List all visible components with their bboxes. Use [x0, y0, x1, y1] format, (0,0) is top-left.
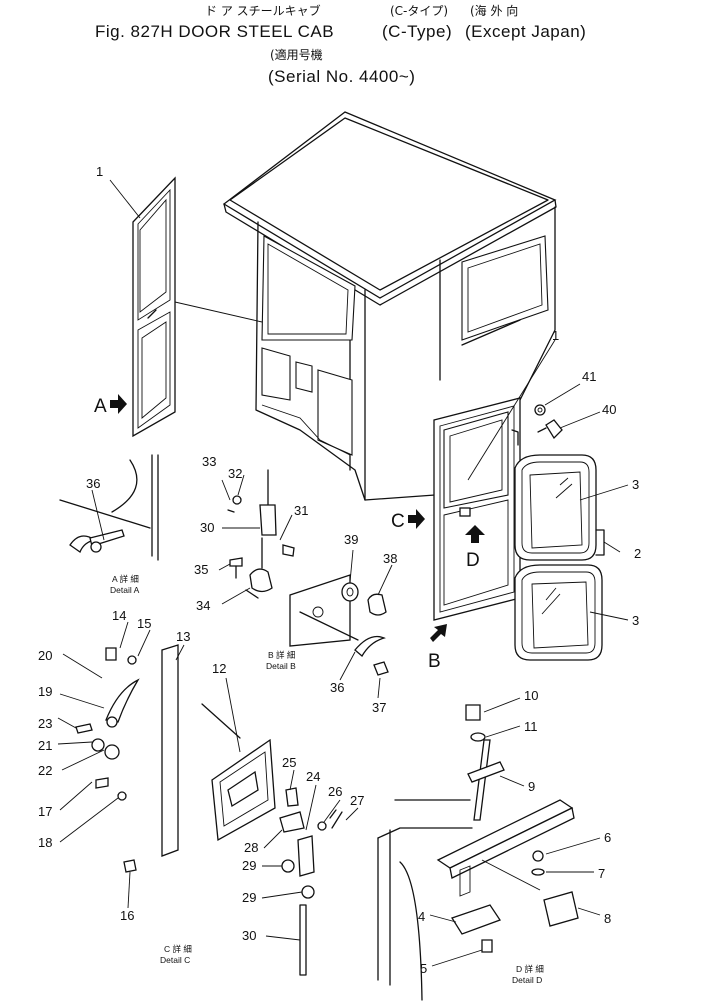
callout-22: 22	[38, 763, 52, 778]
callout-32: 32	[228, 466, 242, 481]
callout-36-detail-b: 36	[330, 680, 344, 695]
callout-3-upper: 3	[632, 477, 639, 492]
serial-jp: (適用号機	[270, 47, 323, 62]
callout-16: 16	[120, 908, 134, 923]
detail-a-jp: A 詳 細	[112, 574, 139, 584]
callout-33: 33	[202, 454, 216, 469]
detail-a	[59, 454, 159, 561]
figure-title: Fig. 827H DOOR STEEL CAB	[95, 22, 334, 41]
callout-37: 37	[372, 700, 386, 715]
callout-12: 12	[212, 661, 226, 676]
title-kana: ド ア スチールキャブ	[205, 3, 321, 18]
ctype-jp: (C-タイプ)	[390, 4, 448, 18]
arrow-c-icon	[408, 509, 425, 529]
callout-15: 15	[137, 616, 151, 631]
callout-6: 6	[604, 830, 611, 845]
callout-41: 41	[582, 369, 596, 384]
callout-9: 9	[528, 779, 535, 794]
callout-19: 19	[38, 684, 52, 699]
arrow-b-label: B	[428, 651, 441, 672]
left-door	[109, 176, 176, 438]
arrow-d-label: D	[466, 550, 480, 571]
callout-27: 27	[350, 793, 364, 808]
callout-24: 24	[306, 769, 320, 784]
callout-14: 14	[112, 608, 126, 623]
callout-29-upper: 29	[242, 858, 256, 873]
arrow-a-icon	[110, 394, 127, 414]
callout-21: 21	[38, 738, 52, 753]
arrow-c-label: C	[391, 511, 405, 532]
region-jp: (海 外 向	[470, 3, 518, 18]
region-en: (Except Japan)	[465, 22, 586, 41]
callout-13: 13	[176, 629, 190, 644]
callout-3-lower: 3	[632, 613, 639, 628]
ctype-en: (C-Type)	[382, 22, 452, 41]
callout-1-right: 1	[552, 328, 559, 343]
callout-39: 39	[344, 532, 358, 547]
callout-2: 2	[634, 546, 641, 561]
callout-8: 8	[604, 911, 611, 926]
detail-d	[377, 697, 601, 1001]
bolt-40-washer-41	[534, 383, 601, 440]
detail-b	[218, 469, 393, 699]
callout-10: 10	[524, 688, 538, 703]
callout-29-lower: 29	[242, 890, 256, 905]
diagram-header: ド ア スチールキャブ (C-タイプ) (海 外 向 Fig. 827H DOO…	[95, 3, 586, 86]
callout-30-upper: 30	[200, 520, 214, 535]
arrow-d-icon	[465, 525, 485, 543]
callout-31: 31	[294, 503, 308, 518]
callout-36-detail-a: 36	[86, 476, 100, 491]
detail-d-en: Detail D	[512, 975, 542, 985]
callout-18: 18	[38, 835, 52, 850]
view-arrows: A C D B	[94, 394, 485, 672]
callout-4: 4	[418, 909, 425, 924]
callout-7: 7	[598, 866, 605, 881]
callout-numbers: 1 1 41 40 3 2 3 33 32 31 36 30 39 38 35 …	[38, 164, 641, 976]
callout-26: 26	[328, 784, 342, 799]
cab-body	[174, 111, 557, 501]
callout-23: 23	[38, 716, 52, 731]
detail-c-jp: C 詳 細	[164, 944, 192, 954]
detail-c-en: Detail C	[160, 955, 190, 965]
arrow-a-label: A	[94, 396, 107, 417]
callout-28: 28	[244, 840, 258, 855]
callout-11: 11	[524, 719, 538, 734]
callout-30-lower: 30	[242, 928, 256, 943]
callout-38: 38	[383, 551, 397, 566]
detail-c	[57, 621, 359, 976]
callout-35: 35	[194, 562, 208, 577]
callout-25: 25	[282, 755, 296, 770]
arrow-b-icon	[430, 624, 447, 642]
detail-a-en: Detail A	[110, 585, 140, 595]
detail-d-jp: D 詳 細	[516, 964, 544, 974]
callout-34: 34	[196, 598, 210, 613]
callout-17: 17	[38, 804, 52, 819]
detail-b-en: Detail B	[266, 661, 296, 671]
detail-b-jp: B 詳 細	[268, 650, 295, 660]
serial-en: (Serial No. 4400~)	[268, 67, 415, 86]
window-glass-assemblies	[514, 454, 629, 661]
callout-5: 5	[420, 961, 427, 976]
callout-20: 20	[38, 648, 52, 663]
callout-40: 40	[602, 402, 616, 417]
detail-captions: A 詳 細 Detail A B 詳 細 Detail B C 詳 細 Deta…	[110, 574, 544, 985]
callout-1-left: 1	[96, 164, 103, 179]
